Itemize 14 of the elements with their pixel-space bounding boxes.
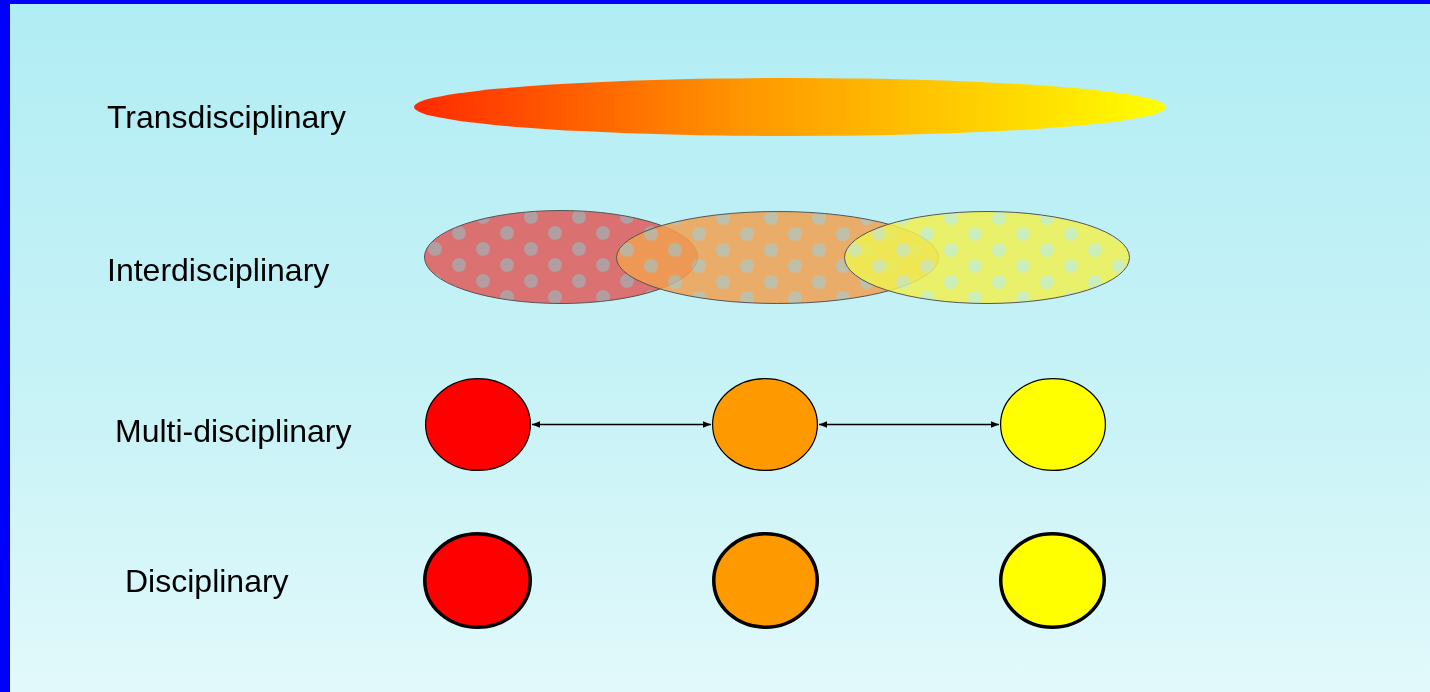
circle-shape xyxy=(422,531,533,630)
row-label: Transdisciplinary xyxy=(107,101,346,133)
circle-shape xyxy=(711,531,820,630)
double-arrow xyxy=(818,421,1000,428)
ellipse-shape xyxy=(413,77,1167,137)
circle-shape xyxy=(711,377,819,472)
circle-shape xyxy=(424,377,532,472)
circle-shape xyxy=(998,531,1107,630)
row-label: Interdisciplinary xyxy=(107,254,330,286)
double-arrow xyxy=(531,421,712,428)
circle-shape xyxy=(999,377,1107,472)
row-label: Multi-disciplinary xyxy=(115,415,352,447)
row-label: Disciplinary xyxy=(125,565,289,597)
ellipse-shape xyxy=(843,210,1131,305)
